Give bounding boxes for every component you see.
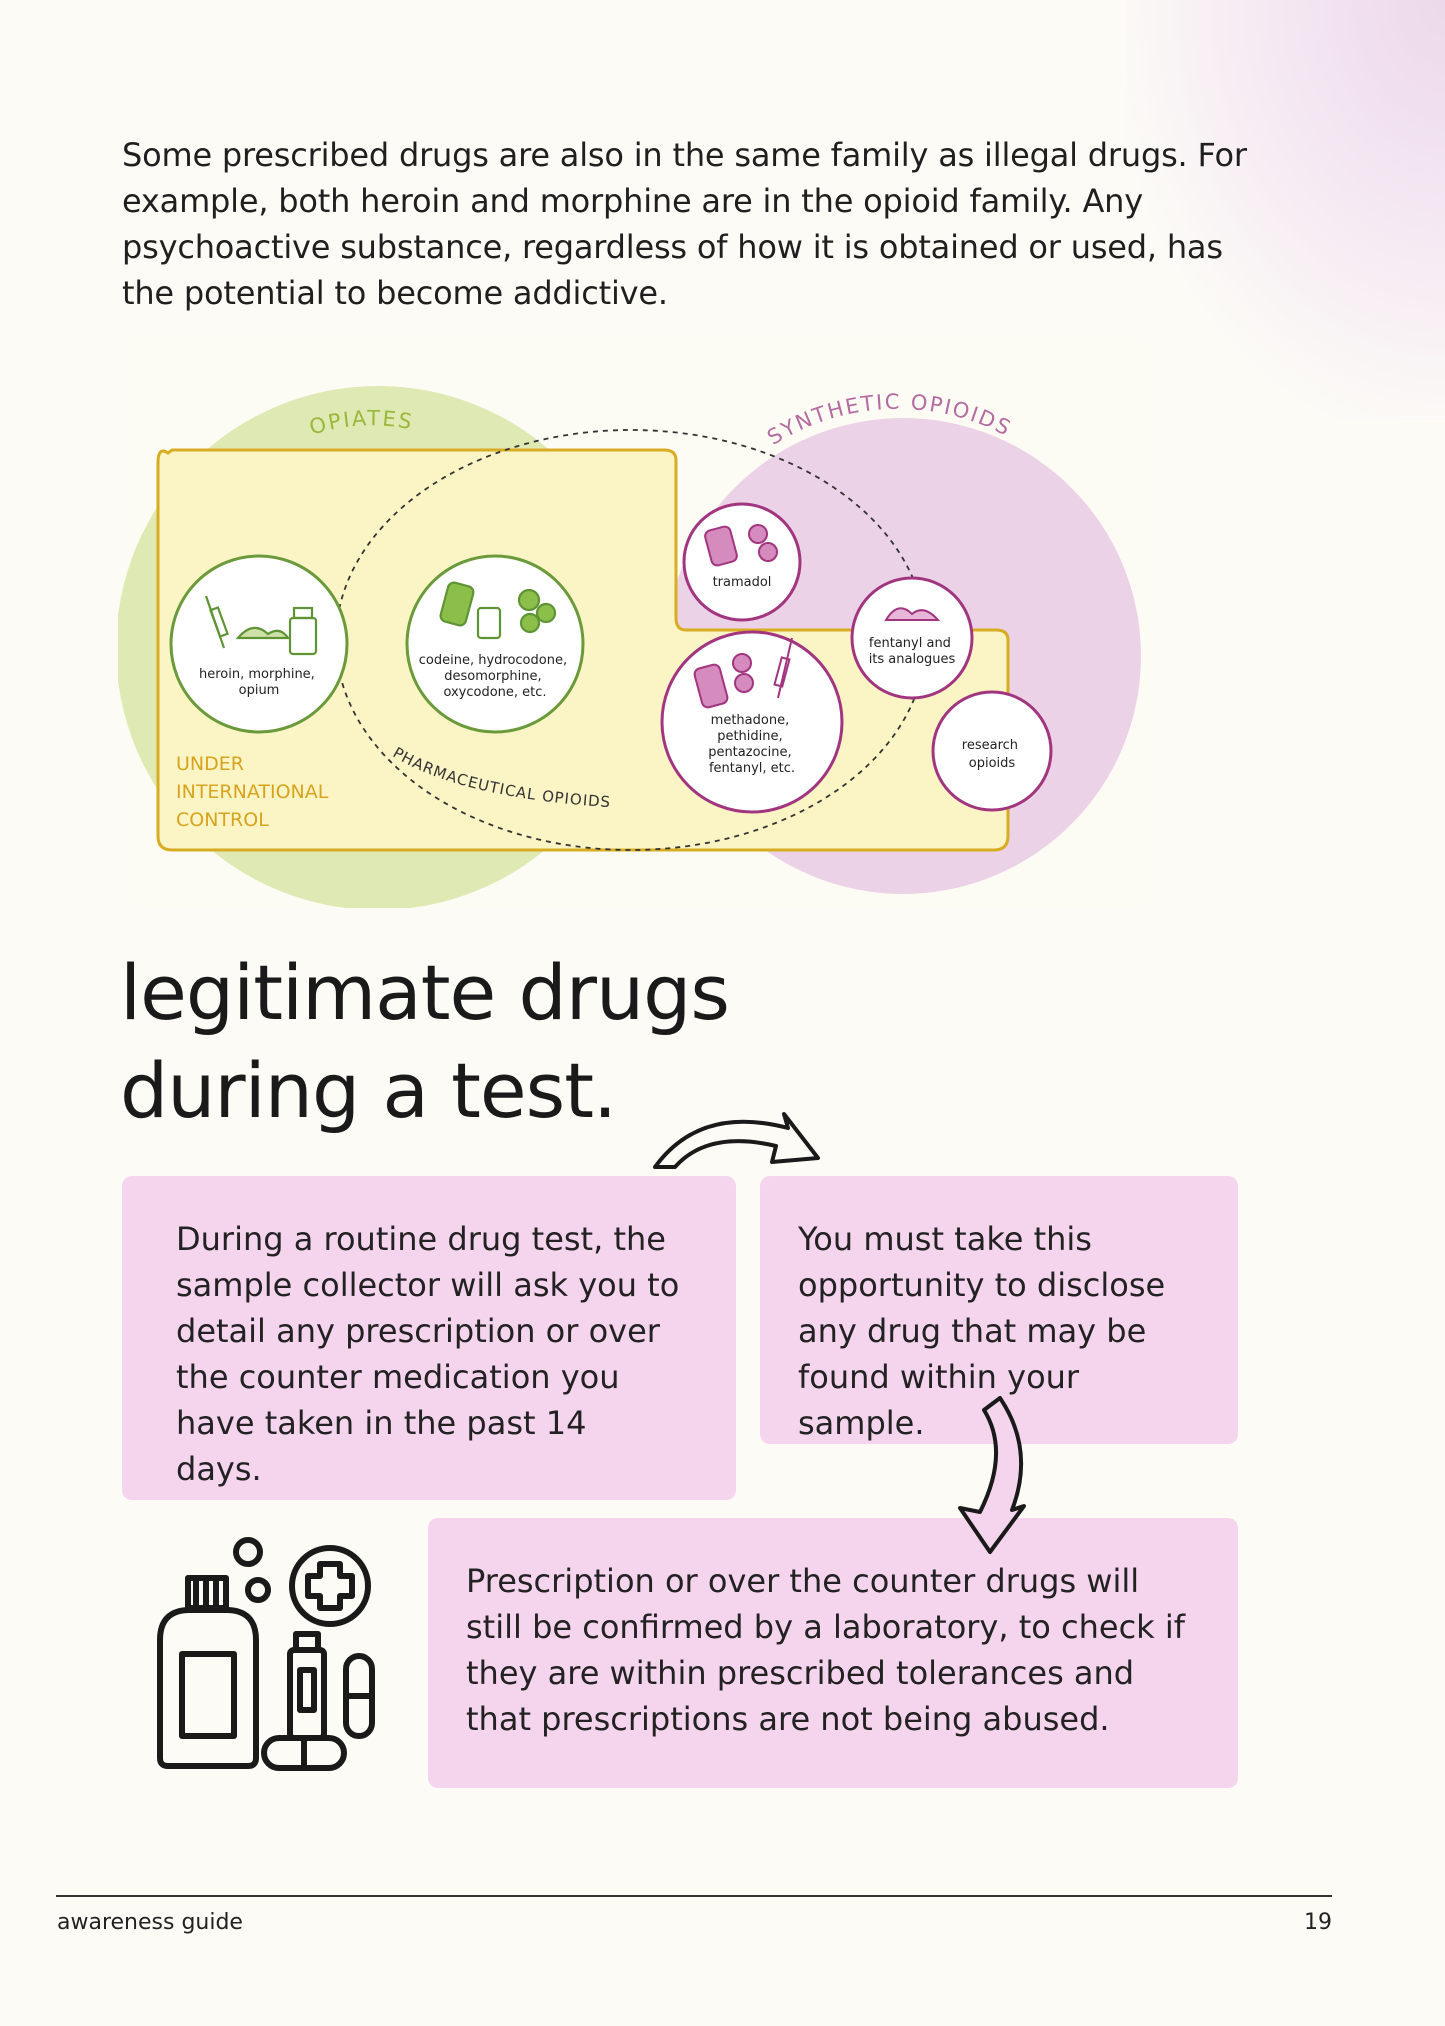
methadone-node: methadone, pethidine, pentazocine, fenta…	[660, 630, 844, 814]
svg-text:heroin, morphine, opiu: heroin, morphine, opium	[199, 667, 319, 698]
corner-gradient	[1125, 0, 1445, 420]
svg-text:tramadol: tramadol	[713, 575, 772, 590]
footer-divider	[56, 1895, 1332, 1897]
disclose-text: You must take this opportunity to disclo…	[798, 1220, 1166, 1442]
page-number: 19	[1304, 1910, 1332, 1935]
medicine-bottle-pills-icon	[157, 1537, 375, 1771]
powder-icon	[884, 607, 941, 621]
syringe-powder-bottle-icon	[204, 595, 318, 656]
fentanyl-node: fentanyl and its analogues	[850, 576, 974, 700]
tablets-syringe-icon	[693, 637, 793, 709]
footer-guide-name: awareness guide	[57, 1910, 243, 1935]
pills-blister-bottle-icon	[439, 581, 557, 640]
codeine-node: codeine, hydrocodone, desomorphine, oxyc…	[405, 554, 585, 734]
diagram-svg: OPIATES SYNTHETIC OPIOIDS PHARMACEUTICAL…	[118, 386, 1141, 908]
intro-paragraph: Some prescribed drugs are also in the sa…	[122, 136, 1247, 312]
svg-text:research opioids: research opioids	[962, 738, 1022, 771]
control-label: UNDER INTERNATIONAL CONTROL	[176, 753, 334, 831]
heading-line-2: during a test.	[120, 1046, 617, 1135]
routine-test-text: During a routine drug test, the sample c…	[176, 1220, 680, 1488]
svg-text:codeine, hydrocodone,: codeine, hydrocodone, desomorphine, oxyc…	[419, 653, 571, 700]
disclose-card: You must take this opportunity to disclo…	[760, 1176, 1238, 1444]
tablets-icon	[704, 524, 778, 567]
laboratory-card: Prescription or over the counter drugs w…	[428, 1518, 1238, 1788]
laboratory-text: Prescription or over the counter drugs w…	[466, 1562, 1186, 1738]
heroin-node: heroin, morphine, opium	[169, 554, 349, 734]
research-opioids-node: research opioids	[931, 690, 1053, 812]
svg-text:methadone, pethidine,: methadone, pethidine, pentazocine, fenta…	[708, 713, 796, 776]
section-heading: legitimate drugs during a test.	[120, 944, 730, 1140]
tramadol-node: tramadol	[682, 502, 802, 622]
routine-test-card: During a routine drug test, the sample c…	[122, 1176, 736, 1500]
heading-line-1: legitimate drugs	[120, 948, 730, 1037]
opioid-family-diagram: OPIATES SYNTHETIC OPIOIDS PHARMACEUTICAL…	[118, 338, 1158, 908]
svg-text:fentanyl and its analo: fentanyl and its analogues	[869, 636, 956, 667]
